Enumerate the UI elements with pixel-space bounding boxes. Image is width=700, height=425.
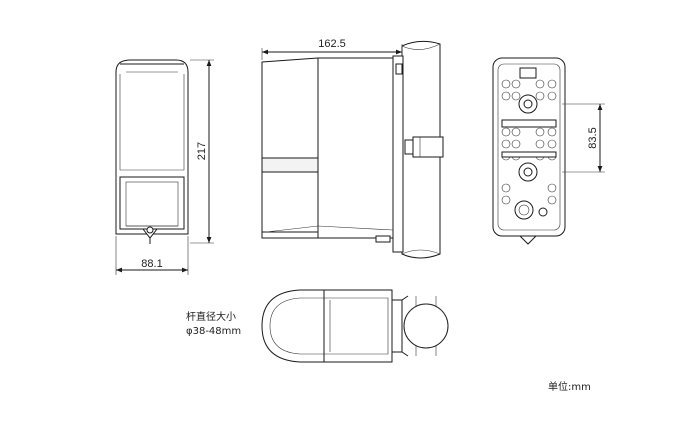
pole-diameter-note: 杆直径大小 φ38-48mm xyxy=(186,310,241,337)
dimension-depth-side: 162.5 xyxy=(261,38,403,60)
unit-label: 单位:mm xyxy=(548,380,591,393)
side-view xyxy=(261,40,444,259)
dimension-hole-spacing: 83.5 xyxy=(562,103,605,173)
dimension-width-front: 88.1 xyxy=(115,236,189,275)
top-view xyxy=(261,289,449,363)
width-front-label: 88.1 xyxy=(141,258,162,270)
dimension-height-front: 217 xyxy=(190,59,214,244)
pole-diameter-line2: φ38-48mm xyxy=(186,326,241,337)
depth-side-label: 162.5 xyxy=(318,38,346,50)
pole-diameter-line1: 杆直径大小 xyxy=(186,310,236,323)
front-view xyxy=(115,59,189,244)
height-front-label: 217 xyxy=(196,142,208,160)
rear-view xyxy=(492,57,566,245)
hole-spacing-label: 83.5 xyxy=(587,127,599,148)
